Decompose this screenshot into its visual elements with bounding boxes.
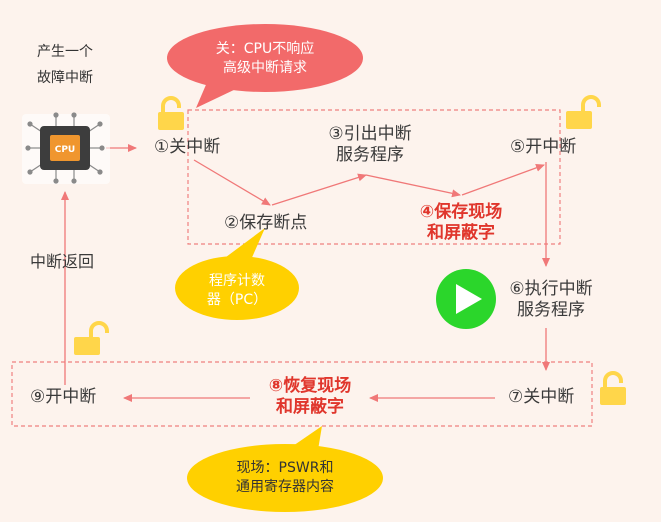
interrupt-return-label: 中断返回	[30, 252, 95, 271]
step-2-save-breakpoint: ②保存断点	[224, 213, 308, 233]
step-1-disable-interrupt: ①关中断	[154, 137, 221, 157]
cpu-chip-icon: CPU	[22, 112, 110, 184]
unlocked-padlock-icon	[74, 321, 109, 355]
step-5-enable-interrupt: ⑤开中断	[510, 137, 577, 157]
step-7-disable-interrupt: ⑦关中断	[508, 387, 575, 407]
cpu-chip-label: CPU	[55, 145, 76, 155]
close-interrupt-note-text: 关：CPU不响应 高级中断请求	[215, 41, 315, 76]
pc-note-text: 程序计数 器（PC）	[206, 273, 268, 308]
unlocked-padlock-icon	[566, 95, 601, 129]
scene-note-bubble	[187, 426, 383, 512]
step-9-enable-interrupt: ⑨开中断	[30, 387, 97, 407]
unlocked-padlock-icon	[158, 96, 184, 130]
step-6-execute-service-routine: ⑥执行中断 服务程序	[509, 279, 593, 321]
step-4-save-context-mask: ④保存现场 和屏蔽字	[419, 202, 503, 244]
step-8-restore-context-mask: ⑧恢复现场 和屏蔽字	[268, 376, 352, 418]
fault-interrupt-source-label: 产生一个 故障中断	[37, 44, 93, 86]
pc-note-bubble	[175, 228, 299, 320]
arrow-s2-to-s3	[271, 173, 367, 206]
arrow-s3-to-s4	[365, 174, 461, 198]
arrow-s1-to-s2	[193, 159, 271, 206]
play-icon	[436, 269, 496, 329]
close-interrupt-note-bubble	[167, 24, 363, 108]
unlocked-padlock-icon	[600, 371, 626, 405]
save-phase-group-box	[187, 109, 561, 245]
restore-phase-group-box	[11, 361, 593, 427]
step-3-locate-service-routine: ③引出中断 服务程序	[328, 124, 412, 166]
scene-note-text: 现场：PSWR和 通用寄存器内容	[236, 460, 334, 495]
arrow-s4-to-s5	[461, 163, 545, 196]
